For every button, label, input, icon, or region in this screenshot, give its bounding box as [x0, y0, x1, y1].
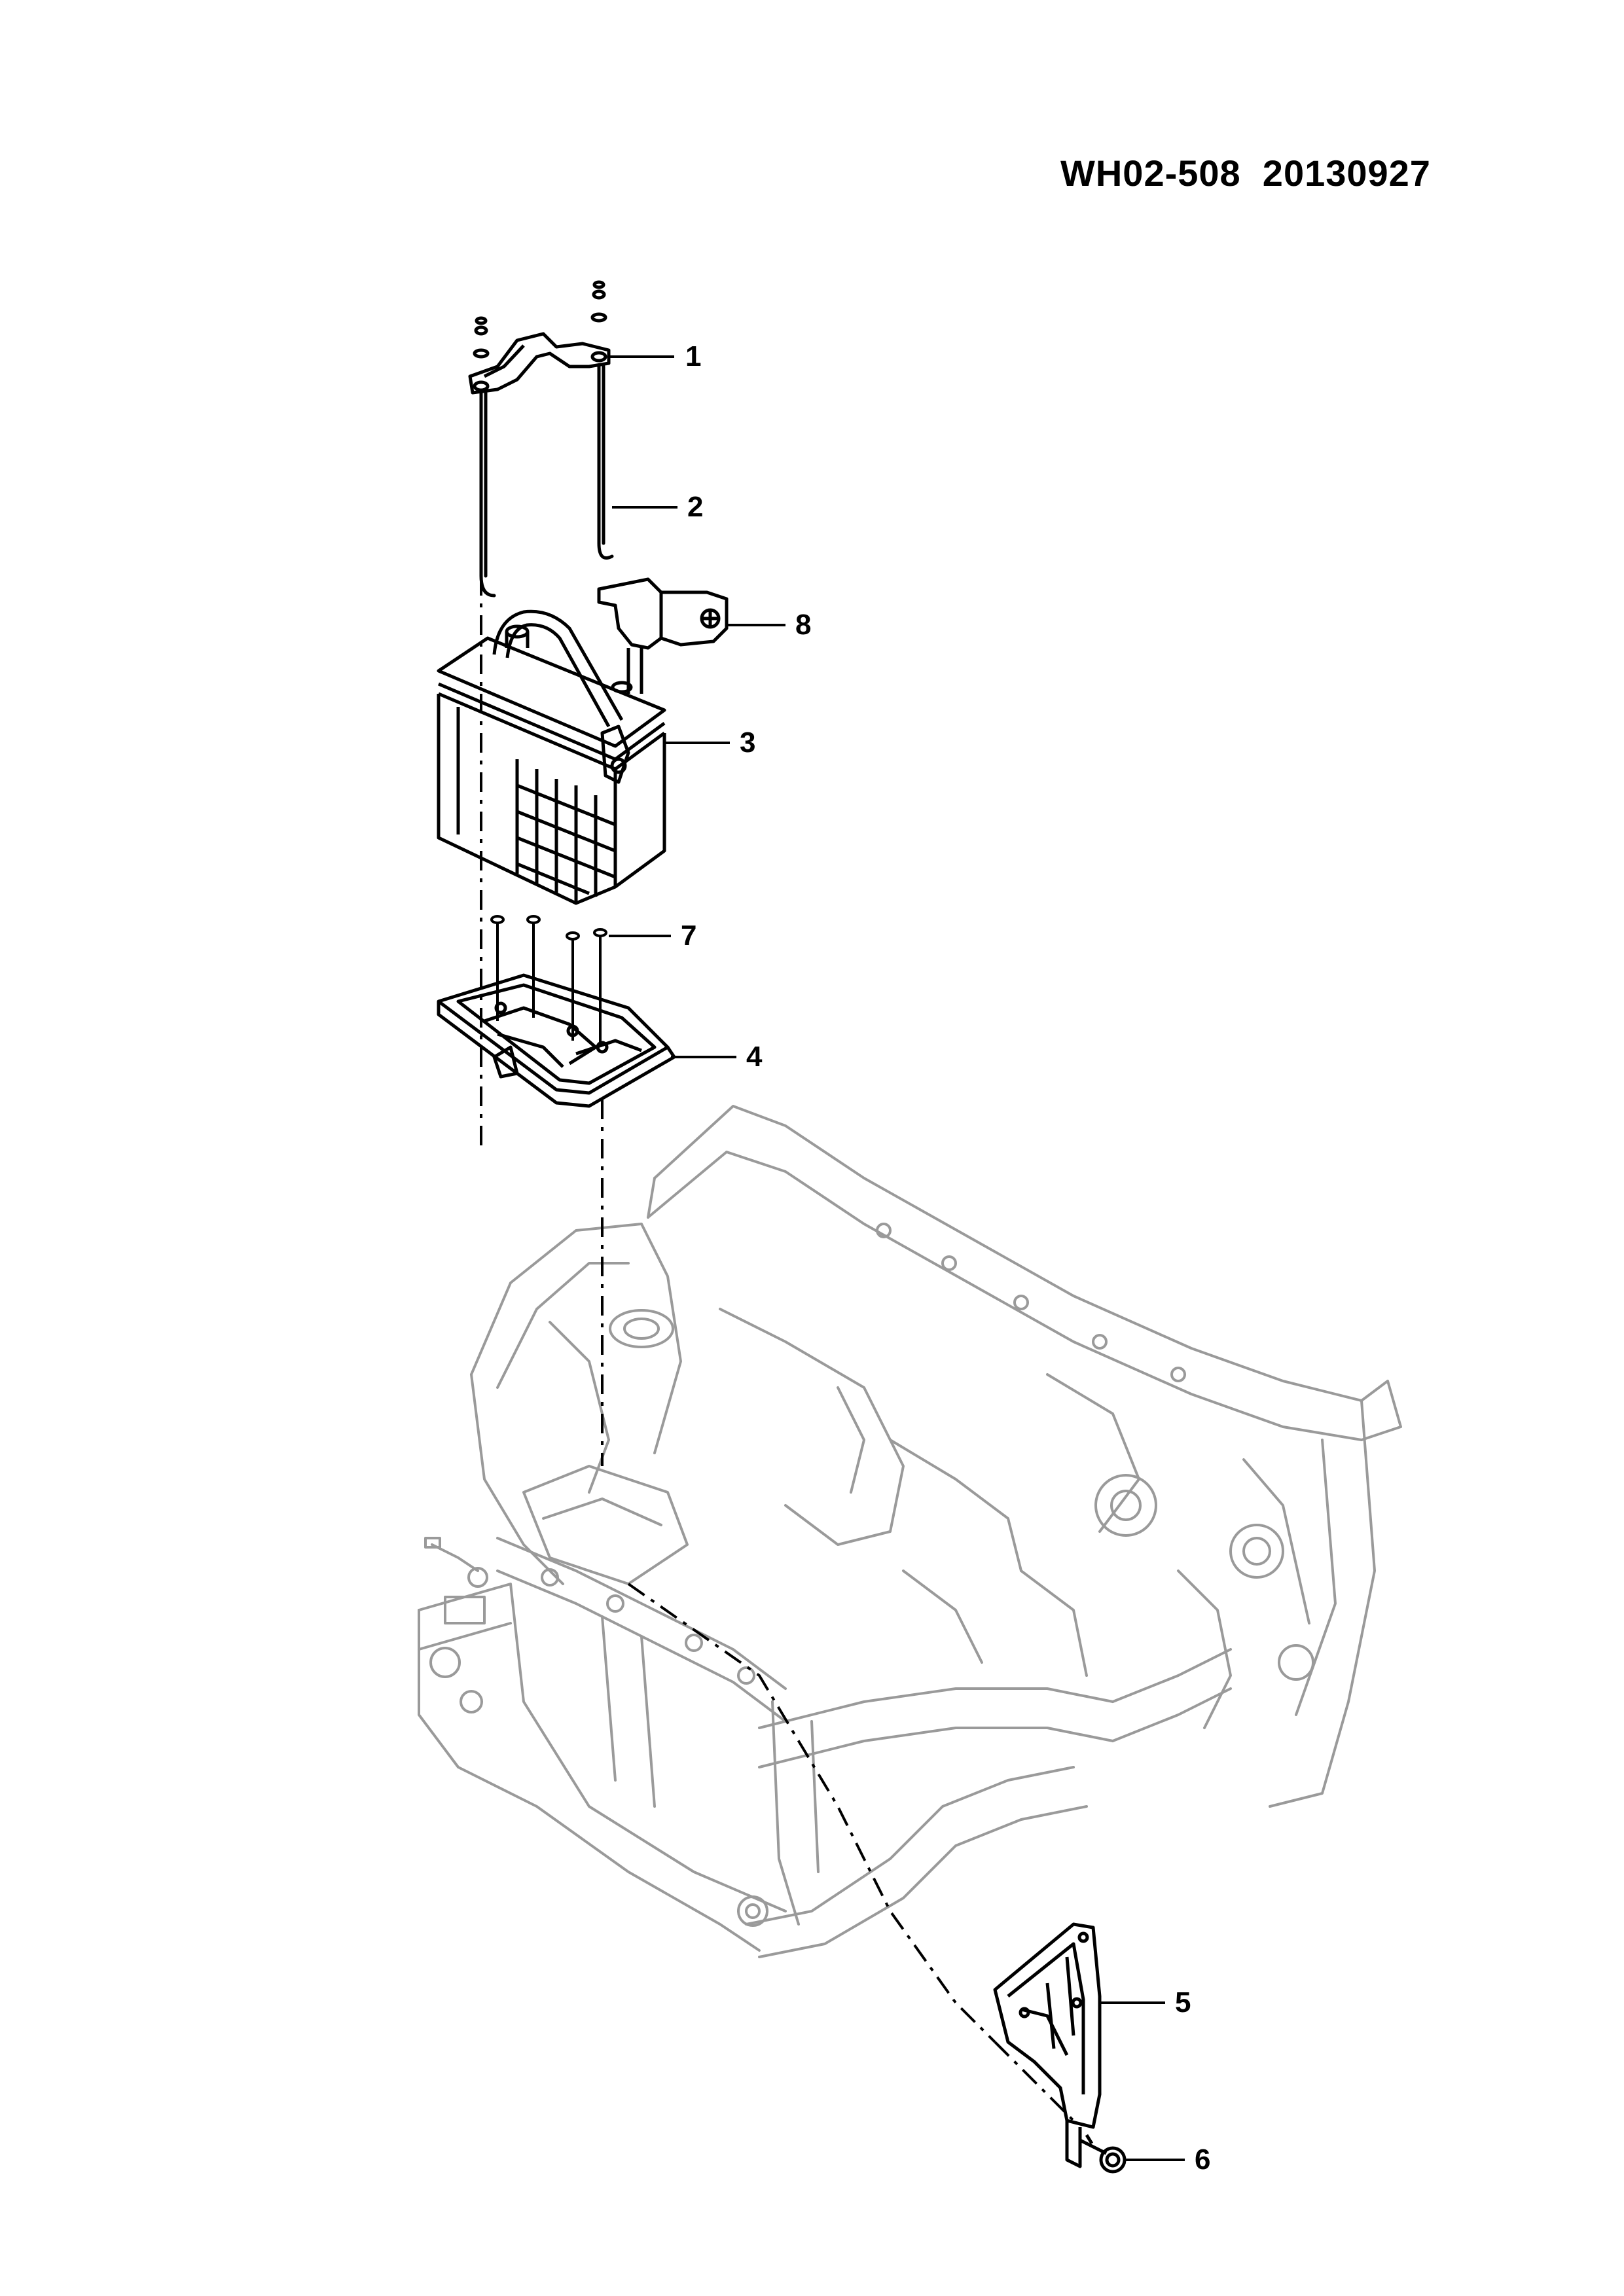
- callout-4: 4: [746, 1041, 763, 1073]
- part-8-terminal-bracket: [597, 577, 729, 694]
- part-3-battery: [437, 609, 666, 905]
- callout-1: 1: [685, 340, 702, 372]
- part-4-battery-tray: [437, 973, 676, 1108]
- document-code: WH02-508 20130927: [1060, 152, 1431, 194]
- assembly-center-lines: [480, 576, 1075, 2122]
- doc-code-text: WH02-508: [1060, 152, 1241, 194]
- part-6-flange-bolt: [1079, 2134, 1127, 2174]
- part-5-support-bracket: [993, 1922, 1102, 2168]
- callout-3: 3: [740, 726, 756, 759]
- callout-5: 5: [1175, 1986, 1191, 2018]
- callout-7: 7: [681, 920, 697, 952]
- part-7-tray-bolts: [490, 915, 607, 1047]
- callout-8: 8: [795, 609, 812, 641]
- callout-2: 2: [687, 491, 704, 523]
- leader-lines: [609, 355, 1185, 2161]
- date-code-text: 20130927: [1262, 152, 1431, 194]
- callout-6: 6: [1195, 2144, 1211, 2176]
- part-1-hold-down-clamp: [468, 280, 611, 395]
- part-2-j-bolts: [479, 365, 614, 598]
- front-body-structure: [418, 1105, 1402, 1958]
